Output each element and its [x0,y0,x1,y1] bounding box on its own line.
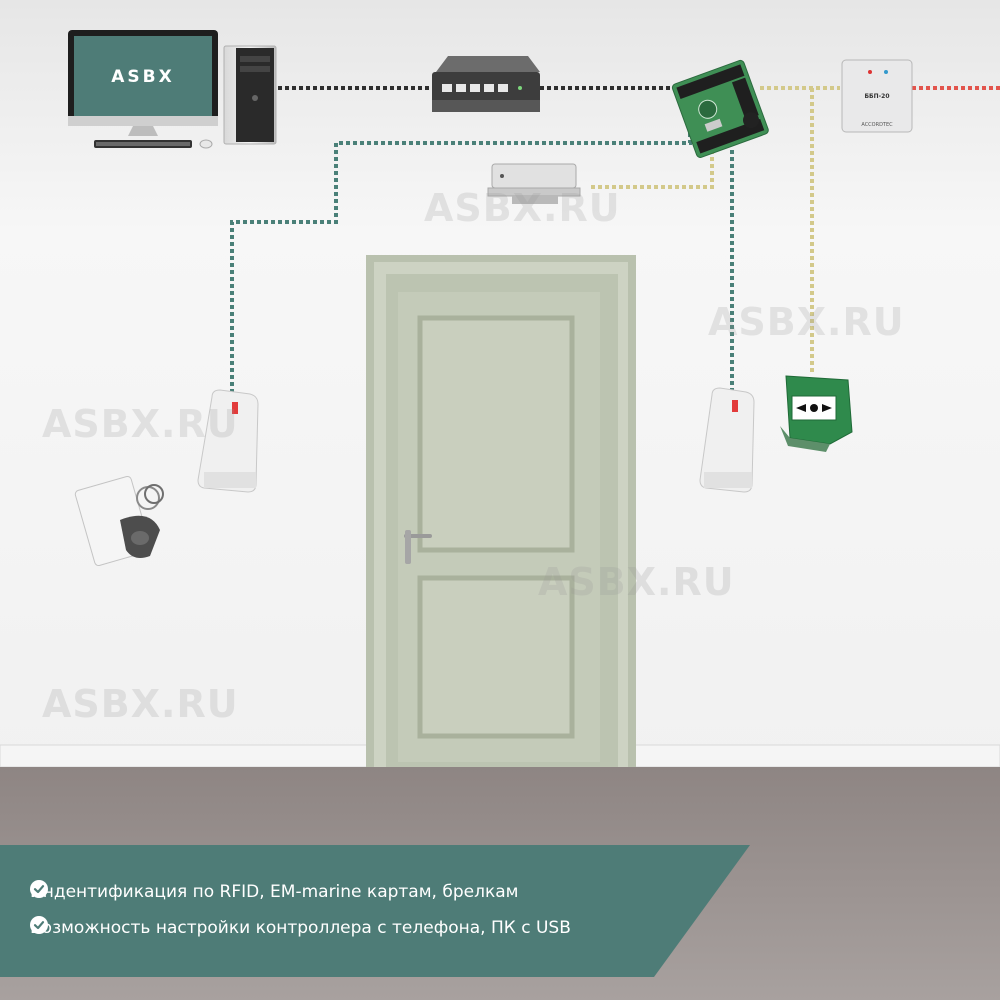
network-switch [432,56,540,112]
check-circle-icon [30,880,48,898]
feature-text: Возможность настройки контроллера с теле… [30,918,571,938]
electromagnetic-lock [487,163,581,204]
psu-brand-label: ACCORDTEC [861,122,893,128]
watermark: ASBX.RU [42,682,239,726]
access-controller-board [671,59,769,158]
feature-text: Индентификация по RFID, EM-marine картам… [30,882,519,902]
mouse-icon [199,139,213,149]
wiring [230,86,1000,394]
door [398,292,600,762]
monitor-screen-text: ASBX [111,67,174,87]
wire-controller-to-left-reader [230,112,692,394]
watermark: ASBX.RU [42,402,239,446]
feature-item: Возможность настройки контроллера с теле… [30,916,571,940]
rfid-reader-left [197,389,259,493]
door-panel-upper [417,315,575,553]
wire-controller-to-lock [590,150,714,189]
watermark: ASBX.RU [424,186,621,230]
watermark: ASBX.RU [708,300,905,344]
door-panel-lower [417,575,575,739]
watermark: ASBX.RU [538,560,735,604]
emergency-exit-button [780,375,853,452]
rfid-card-and-keyfob [74,475,164,567]
banner-background [0,845,750,977]
rfid-reader-right [699,387,755,493]
features-banner: Индентификация по RFID, EM-marine картам… [0,845,750,977]
psu-model-label: ББП-20 [864,93,889,100]
computer-monitor: ASBX [68,30,218,149]
power-supply-unit: ББП-20 ACCORDTEC [841,59,913,133]
check-circle-icon [30,916,48,934]
feature-item: Индентификация по RFID, EM-marine картам… [30,880,518,904]
pc-tower [223,45,277,145]
